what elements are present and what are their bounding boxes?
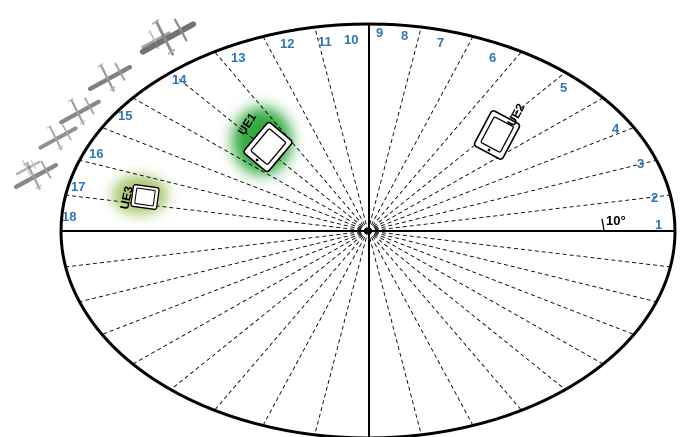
sector-boundary-line (367, 230, 474, 426)
sector-label-15: 15 (118, 108, 132, 123)
sector-boundary-line (101, 230, 369, 335)
sector-boundary-line (79, 159, 369, 232)
sector-label-10: 10 (344, 32, 358, 47)
sector-boundary-line (79, 230, 369, 303)
sector-boundary-line (367, 72, 566, 232)
ue2: UE2 (472, 101, 528, 161)
coverage-ellipse (59, 22, 677, 437)
sector-label-14: 14 (172, 72, 187, 87)
sector-boundary-line (367, 36, 474, 232)
sector-boundary-line (262, 230, 369, 426)
sector-label-17: 17 (71, 179, 85, 194)
sector-boundary-line (367, 51, 522, 232)
angle-label: 10° (606, 213, 626, 228)
sector-label-2: 2 (651, 190, 658, 205)
sector-label-7: 7 (437, 35, 444, 50)
sector-boundary-line (65, 230, 369, 268)
sector-boundary-line (367, 230, 566, 390)
sector-boundary-line (367, 194, 671, 232)
sector-label-8: 8 (401, 28, 408, 43)
ue3-label: UE3 (117, 185, 136, 211)
sector-boundary-line (367, 97, 604, 232)
sector-boundary-line (314, 26, 369, 232)
sector-boundary-line (132, 97, 369, 232)
sector-boundary-line (367, 230, 422, 436)
angle-arc (601, 218, 605, 232)
sector-label-16: 16 (89, 146, 103, 161)
drone-trail-icon (16, 20, 193, 189)
sector-boundary-line (367, 26, 422, 232)
sector-boundary-line (367, 230, 657, 303)
ue3: UE3 (117, 183, 160, 211)
sector-label-18: 18 (62, 209, 76, 224)
sector-boundary-line (314, 230, 369, 436)
sector-boundary-line (170, 230, 369, 390)
sector-boundary-line (101, 127, 369, 232)
sector-label-9: 9 (376, 25, 383, 40)
sector-boundary-line (367, 230, 635, 335)
sector-boundary-line (214, 51, 369, 232)
sector-label-5: 5 (560, 80, 567, 95)
sector-boundary-line (367, 230, 671, 268)
ue3-tablet-icon (130, 183, 160, 211)
sector-label-13: 13 (231, 50, 245, 65)
sector-boundary-line (367, 230, 604, 365)
sector-label-1: 1 (655, 217, 662, 232)
sector-boundary-line (367, 127, 635, 232)
sector-label-6: 6 (489, 50, 496, 65)
sector-boundary-line (214, 230, 369, 411)
sector-label-11: 11 (318, 34, 332, 49)
sector-label-12: 12 (280, 36, 294, 51)
sector-label-3: 3 (637, 156, 644, 171)
ue2-label: UE2 (504, 101, 527, 128)
sector-boundary-line (65, 194, 369, 232)
sector-labels: 1 2 3 4 5 6 7 8 9 10 11 12 13 14 15 16 1… (62, 25, 662, 232)
sector-boundary-line (367, 230, 522, 411)
sector-label-4: 4 (612, 121, 620, 136)
sector-boundary-line (132, 230, 369, 365)
sector-boundary-line (262, 36, 369, 232)
sector-boundary-line (367, 159, 657, 232)
sector-lines (65, 26, 671, 436)
